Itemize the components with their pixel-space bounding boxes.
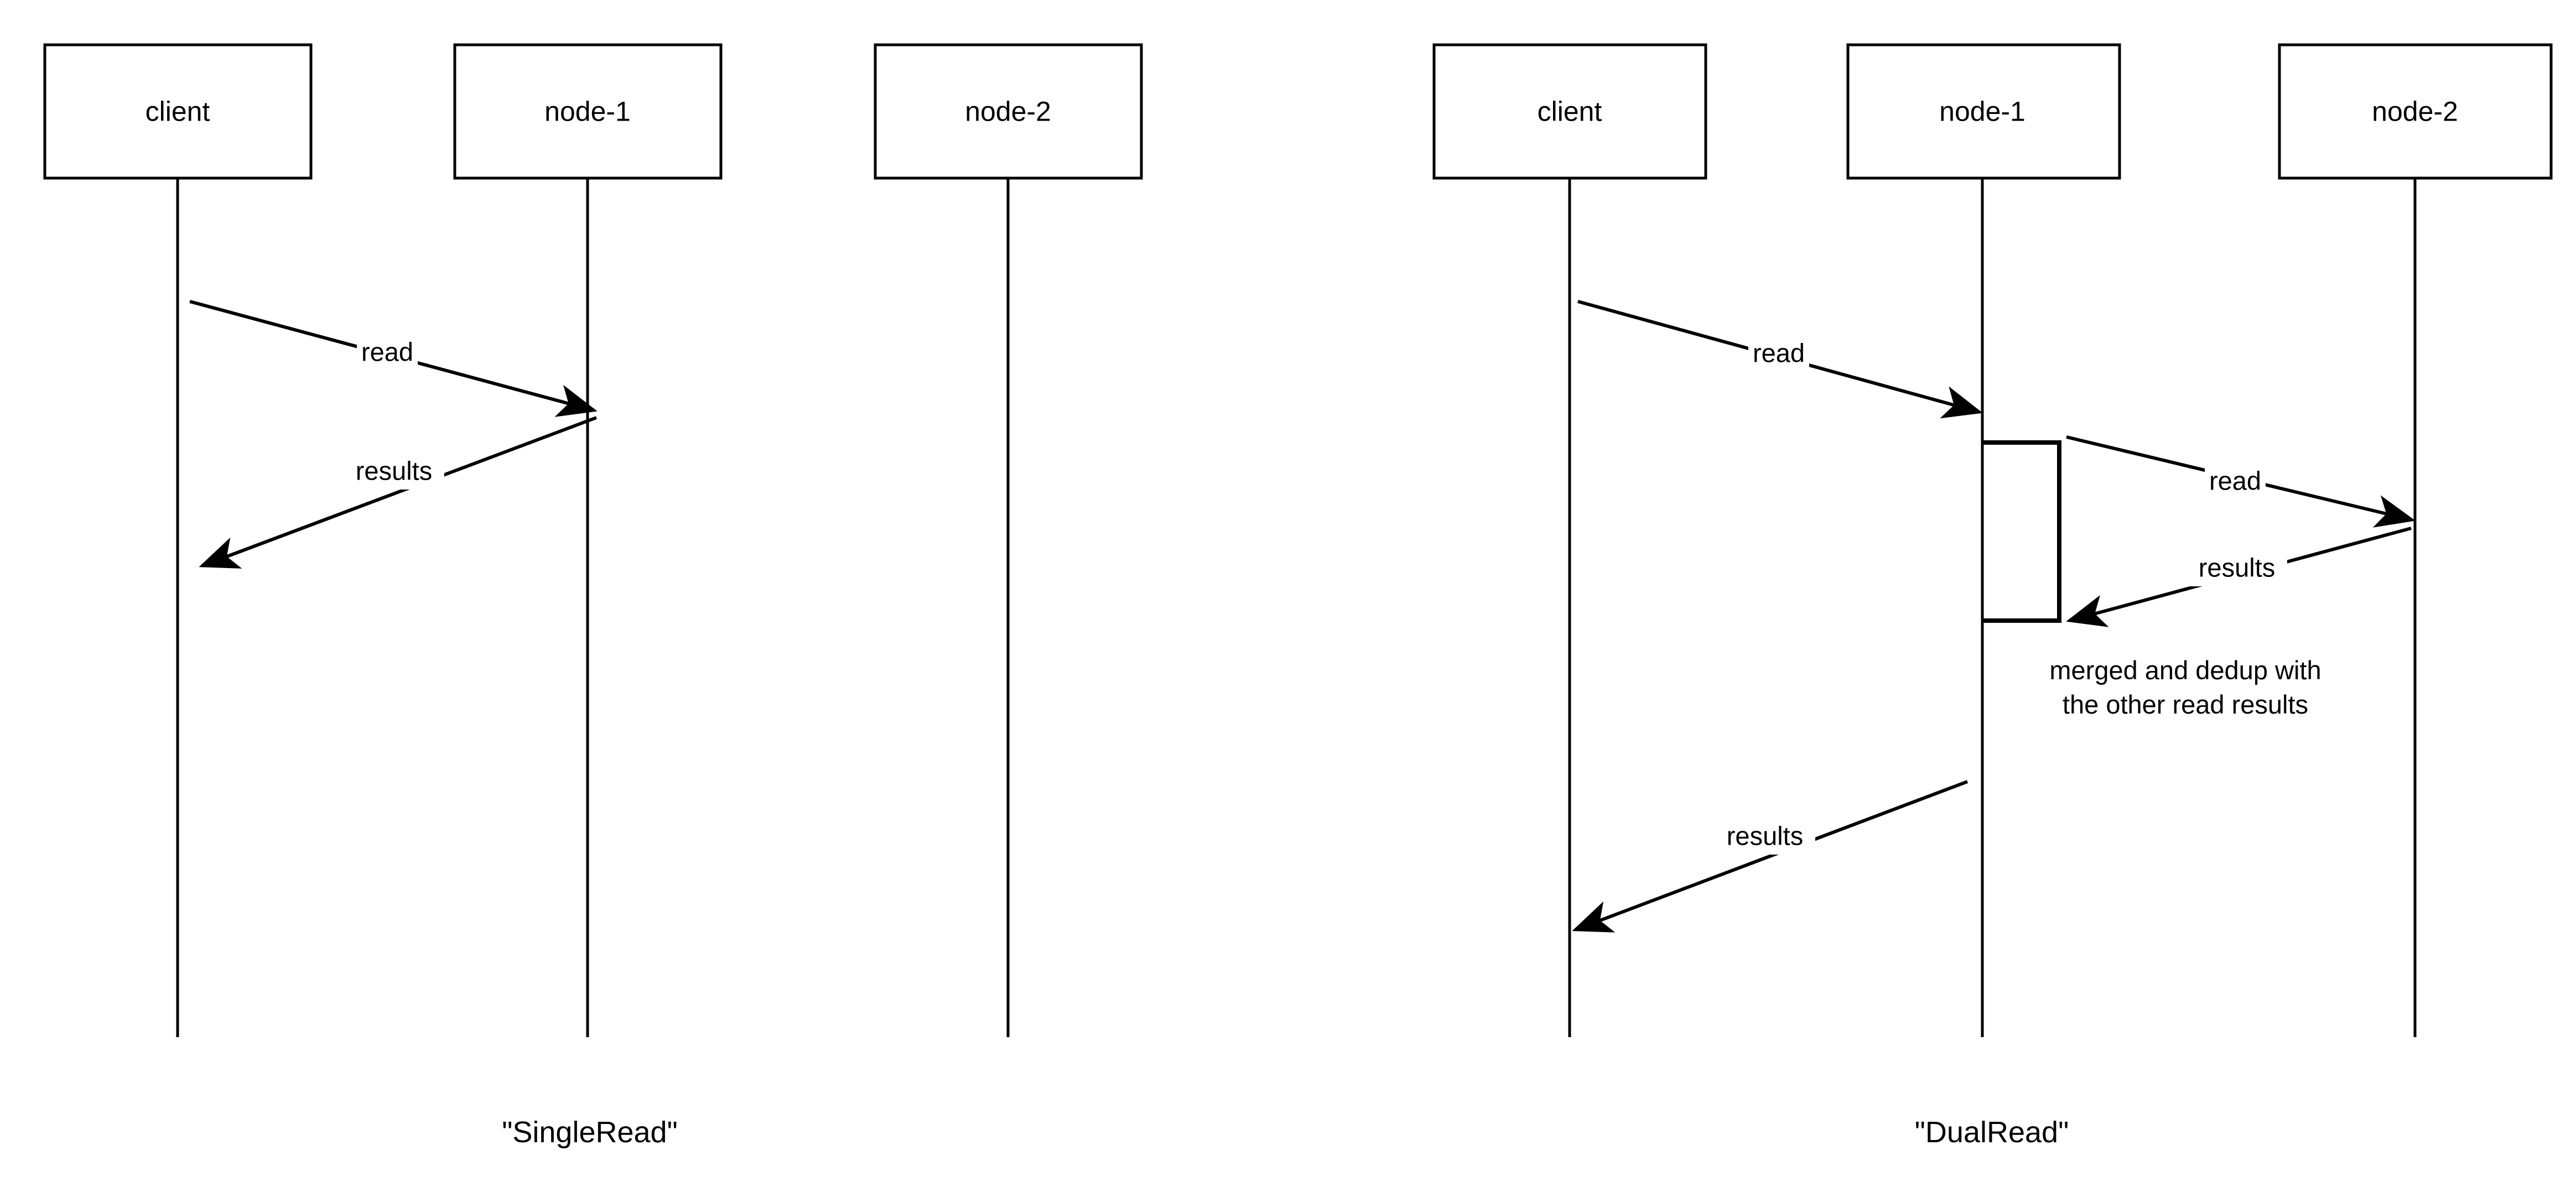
merge-dedup-note: merged and dedup with the other read resu… [2049,655,2321,719]
message-label-read-0: read [361,337,413,366]
message-label-results-1: results [356,456,432,485]
merge-dedup-note-line-1: the other read results [2063,690,2308,719]
participant-box-client[interactable] [43,43,313,180]
participant-label-node-1: node-1 [1939,96,2026,127]
participant-label-node-2: node-2 [2372,96,2458,127]
message-arrow-results-1 [199,416,598,569]
participant-box-node-2[interactable] [2278,43,2553,180]
diagram-caption-single-read: "SingleRead" [502,1116,678,1149]
message-label-bg-2 [2187,553,2287,586]
participant-node-1[interactable]: node-1 [453,43,723,1037]
message-results-2[interactable]: results [2066,527,2412,627]
participant-label-client: client [146,96,210,127]
message-label-bg-0 [357,337,418,371]
message-label-bg-1 [2205,466,2266,499]
message-results-3[interactable]: results [1572,780,1969,933]
message-label-bg-1 [344,456,444,490]
participant-node-1[interactable]: node-1 [1846,43,2121,1037]
participant-client[interactable]: client [1432,43,1707,1037]
diagram-dual-read: client node-1 node-2 read read results results… [1432,43,2553,1149]
activation-bracket-node-1 [1982,440,2061,623]
message-read-0[interactable]: read [189,300,598,417]
message-label-bg-3 [1715,821,1815,855]
message-label-results-3: results [1727,821,1803,850]
participant-box-node-2[interactable] [874,43,1143,180]
diagram-single-read: client node-1 node-2 read results "SingleRead… [43,43,1143,1149]
merge-dedup-note-line-0: merged and dedup with [2049,655,2321,685]
message-read-0[interactable]: read [1577,300,1983,419]
participant-node-2[interactable]: node-2 [2278,43,2553,1037]
participant-client[interactable]: client [43,43,313,1037]
message-label-bg-0 [1748,339,1809,372]
message-results-1[interactable]: results [199,416,598,569]
participant-box-node-1[interactable] [453,43,723,180]
participant-node-2[interactable]: node-2 [874,43,1143,1037]
participant-box-client[interactable] [1432,43,1707,180]
message-arrow-results-3 [1572,780,1969,933]
participant-box-node-1[interactable] [1846,43,2121,180]
participant-label-client: client [1538,96,1602,127]
message-read-1[interactable]: read [2066,435,2416,528]
message-label-read-0: read [1753,338,1805,367]
diagram-caption-dual-read: "DualRead" [1915,1116,2069,1149]
message-label-results-2: results [2199,553,2275,582]
message-label-read-1: read [2209,466,2261,495]
participant-label-node-2: node-2 [965,96,1051,127]
participant-label-node-1: node-1 [544,96,631,127]
